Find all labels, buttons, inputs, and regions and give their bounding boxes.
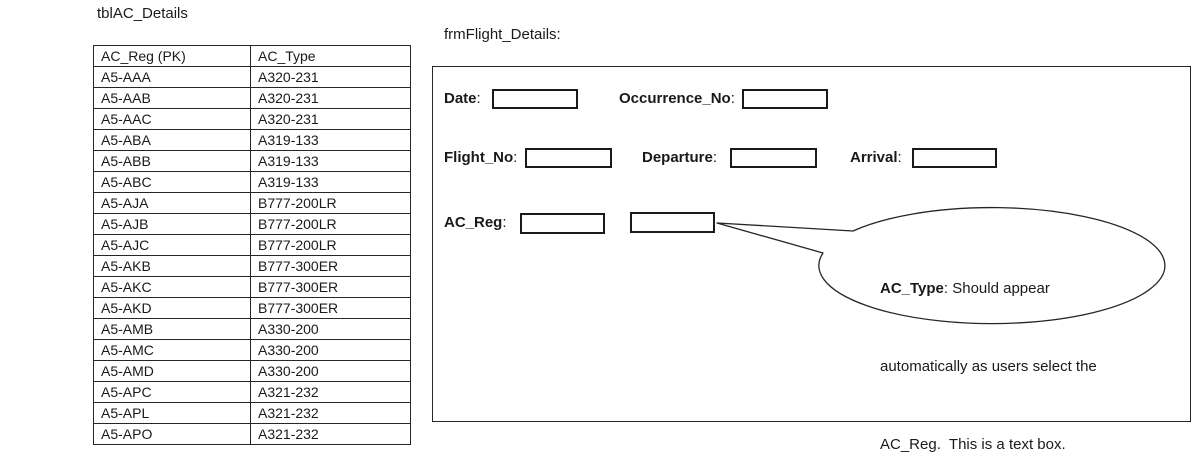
departure-label: Departure:: [642, 149, 718, 166]
callout-annotation: AC_Type: Should appear automatically as …: [880, 224, 1130, 464]
callout-line-1: AC_Type: Should appear: [880, 280, 1050, 297]
ac-type-cell: B777-300ER: [250, 255, 411, 277]
ac-reg-cell: A5-ABA: [93, 129, 251, 151]
ac-type-cell: B777-200LR: [250, 192, 411, 214]
ac-type-cell: A321-232: [250, 423, 411, 445]
ac-type-cell: B777-300ER: [250, 297, 411, 319]
ac-type-cell: B777-200LR: [250, 213, 411, 235]
table-title: tblAC_Details: [97, 5, 188, 22]
flight-no-input[interactable]: [525, 148, 612, 168]
form-title: frmFlight_Details:: [444, 26, 561, 43]
departure-input[interactable]: [730, 148, 817, 168]
col-header-ac-reg: AC_Reg (PK): [93, 45, 251, 67]
date-label: Date:: [444, 90, 481, 107]
ac-type-cell: A319-133: [250, 171, 411, 193]
date-input[interactable]: [492, 89, 578, 109]
ac-type-cell: A319-133: [250, 150, 411, 172]
ac-type-cell: A319-133: [250, 129, 411, 151]
ac-reg-cell: A5-AJB: [93, 213, 251, 235]
ac-reg-label: AC_Reg:: [444, 214, 507, 231]
ac-reg-cell: A5-ABC: [93, 171, 251, 193]
ac-type-cell: A330-200: [250, 360, 411, 382]
ac-type-cell: A320-231: [250, 87, 411, 109]
ac-type-cell: A330-200: [250, 318, 411, 340]
ac-type-cell: A321-232: [250, 381, 411, 403]
ac-reg-cell: A5-AAA: [93, 66, 251, 88]
ac-reg-cell: A5-ABB: [93, 150, 251, 172]
ac-reg-cell: A5-APL: [93, 402, 251, 424]
occurrence-no-input[interactable]: [742, 89, 828, 109]
ac-reg-cell: A5-AAB: [93, 87, 251, 109]
ac-reg-cell: A5-APO: [93, 423, 251, 445]
ac-reg-cell: A5-AKD: [93, 297, 251, 319]
flight-no-label: Flight_No:: [444, 149, 518, 166]
ac-reg-cell: A5-AAC: [93, 108, 251, 130]
ac-reg-cell: A5-AKB: [93, 255, 251, 277]
arrival-input[interactable]: [912, 148, 997, 168]
ac-type-input[interactable]: [630, 212, 715, 233]
ac-type-cell: A320-231: [250, 66, 411, 88]
ac-reg-cell: A5-AKC: [93, 276, 251, 298]
ac-reg-cell: A5-AMC: [93, 339, 251, 361]
ac-type-cell: B777-300ER: [250, 276, 411, 298]
ac-type-cell: A321-232: [250, 402, 411, 424]
col-header-ac-type: AC_Type: [250, 45, 411, 67]
callout-line-3: AC_Reg. This is a text box.: [880, 436, 1066, 453]
ac-reg-cell: A5-APC: [93, 381, 251, 403]
ac-type-cell: A320-231: [250, 108, 411, 130]
arrival-label: Arrival:: [850, 149, 902, 166]
ac-reg-cell: A5-AMD: [93, 360, 251, 382]
ac-reg-cell: A5-AJC: [93, 234, 251, 256]
ac-reg-cell: A5-AJA: [93, 192, 251, 214]
ac-type-cell: A330-200: [250, 339, 411, 361]
callout-line-2: automatically as users select the: [880, 358, 1097, 375]
ac-reg-input[interactable]: [520, 213, 605, 234]
table-header-row: AC_Reg (PK) AC_Type: [93, 45, 411, 67]
ac-type-cell: B777-200LR: [250, 234, 411, 256]
ac-reg-cell: A5-AMB: [93, 318, 251, 340]
occurrence-no-label: Occurrence_No:: [619, 90, 735, 107]
